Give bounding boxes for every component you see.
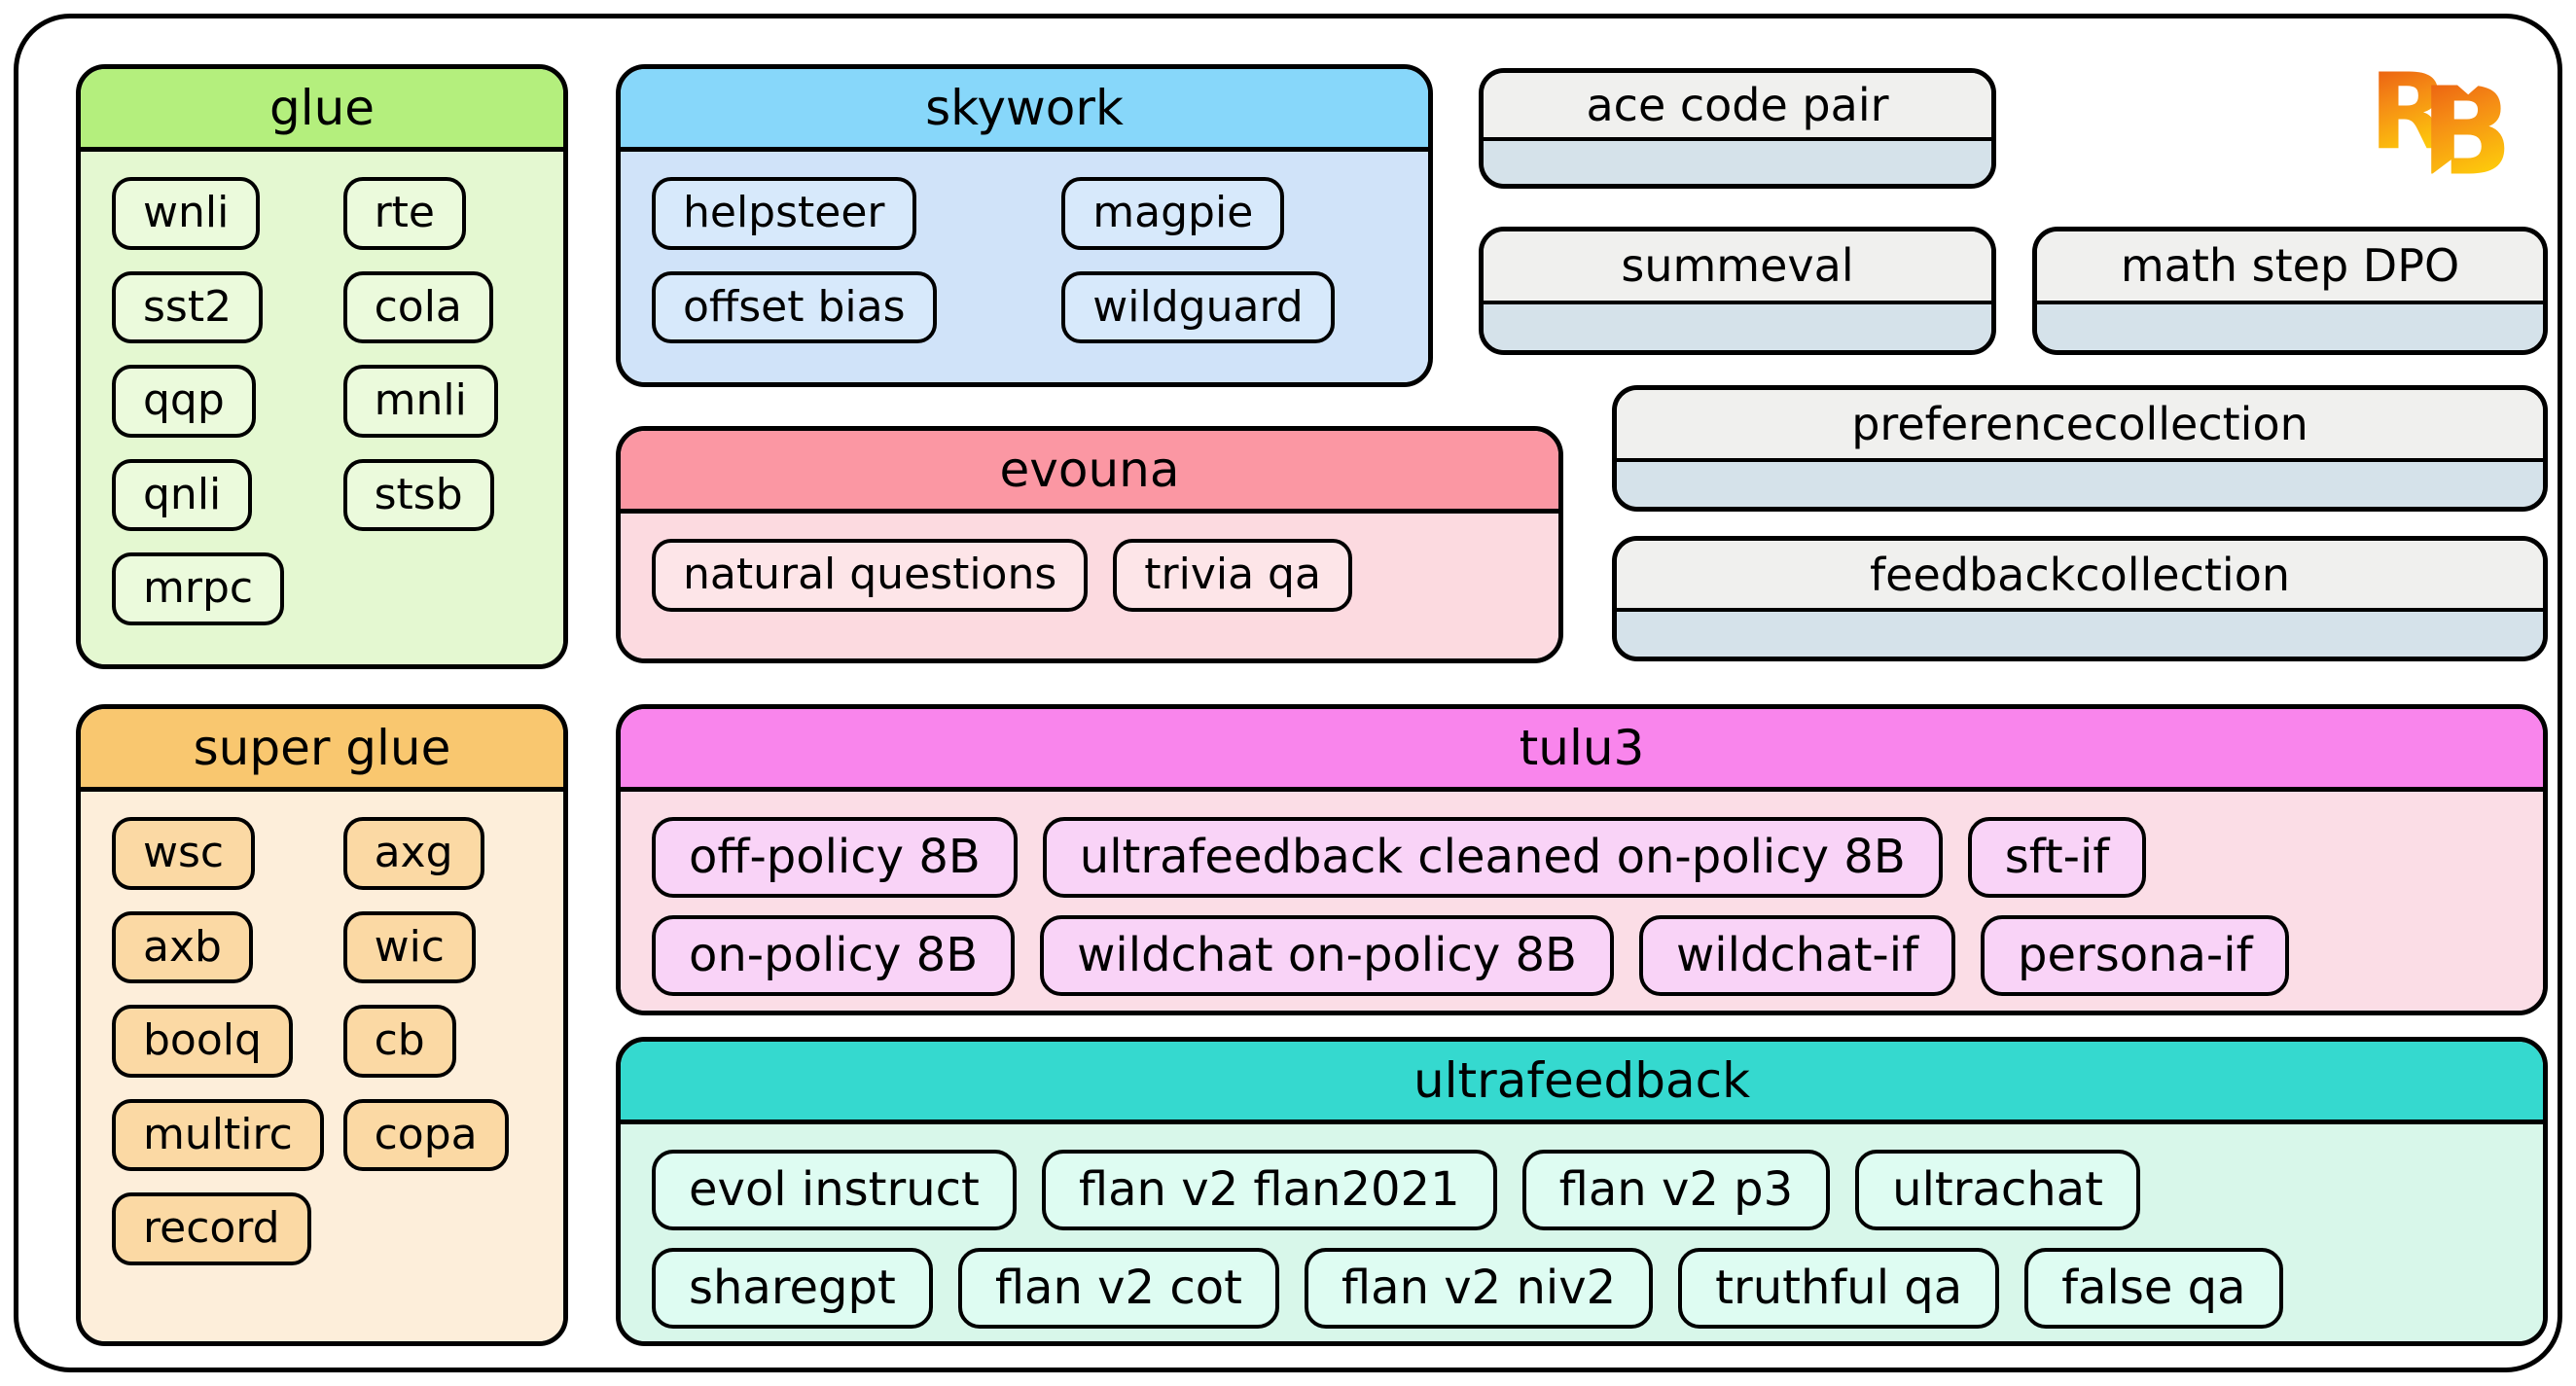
chip-ultrachat: ultrachat <box>1855 1150 2140 1231</box>
glue-panel-body: wnli sst2 qqp qnli mrpc rte cola mnli st… <box>81 152 563 664</box>
skywork-panel: skywork helpsteer offset bias magpie wil… <box>616 64 1433 387</box>
evouna-panel-body: natural questions trivia qa <box>621 514 1558 658</box>
summeval-body <box>1484 303 1991 350</box>
chip-ultrafeedback-cleaned-on-policy-8b: ultrafeedback cleaned on-policy 8B <box>1042 817 1943 899</box>
skywork-column-1: helpsteer offset bias <box>652 177 1061 357</box>
chip-sharegpt: sharegpt <box>652 1248 933 1330</box>
ace-code-pair-card: ace code pair <box>1479 68 1996 189</box>
chip-wildguard: wildguard <box>1061 270 1335 344</box>
tulu3-panel: tulu3 off-policy 8B ultrafeedback cleane… <box>616 704 2548 1015</box>
chip-trivia-qa: trivia qa <box>1113 539 1352 612</box>
feedbackcollection-card: feedbackcollection <box>1612 536 2548 661</box>
chip-wildchat-if: wildchat-if <box>1638 915 1955 997</box>
chip-rte: rte <box>342 177 467 250</box>
chip-flan-v2-niv2: flan v2 niv2 <box>1304 1248 1654 1330</box>
chip-cola: cola <box>342 270 493 344</box>
ultrafeedback-panel-title: ultrafeedback <box>621 1042 2543 1124</box>
chip-magpie: magpie <box>1061 177 1285 250</box>
math-step-dpo-title: math step DPO <box>2037 231 2543 304</box>
glue-column-1: wnli sst2 qqp qnli mrpc <box>112 177 343 639</box>
chip-offset-bias: offset bias <box>652 270 937 344</box>
chip-qqp: qqp <box>112 365 256 438</box>
glue-column-2: rte cola mnli stsb <box>342 177 532 639</box>
chip-truthful-qa: truthful qa <box>1678 1248 2000 1330</box>
chip-natural-questions: natural questions <box>652 539 1089 612</box>
chip-copa: copa <box>342 1098 509 1172</box>
chip-wic: wic <box>342 910 476 984</box>
ultrafeedback-panel-body: evol instruct flan v2 flan2021 flan v2 p… <box>621 1124 2543 1341</box>
chip-off-policy-8b: off-policy 8B <box>652 817 1018 899</box>
feedbackcollection-title: feedbackcollection <box>1617 541 2543 613</box>
summeval-title: summeval <box>1484 231 1991 304</box>
tulu3-panel-title: tulu3 <box>621 709 2543 792</box>
chip-mrpc: mrpc <box>112 552 285 625</box>
evouna-row-1: natural questions trivia qa <box>652 539 1352 612</box>
chip-persona-if: persona-if <box>1980 915 2290 997</box>
skywork-panel-body: helpsteer offset bias magpie wildguard <box>621 152 1428 382</box>
chip-flan-v2-p3: flan v2 p3 <box>1521 1150 1831 1231</box>
super-glue-column-2: axg wic cb copa <box>342 817 532 1316</box>
chip-qnli: qnli <box>112 458 253 532</box>
ace-code-pair-title: ace code pair <box>1484 73 1991 142</box>
chip-helpsteer: helpsteer <box>652 177 916 250</box>
evouna-panel: evouna natural questions trivia qa <box>616 426 1563 663</box>
chip-sft-if: sft-if <box>1967 817 2147 899</box>
super-glue-panel-body: wsc axb boolq multirc record axg wic cb … <box>81 792 563 1341</box>
ultrafeedback-row-2: sharegpt flan v2 cot flan v2 niv2 truthf… <box>652 1248 2283 1330</box>
chip-evol-instruct: evol instruct <box>652 1150 1017 1231</box>
chip-flan-v2-cot: flan v2 cot <box>957 1248 1279 1330</box>
feedbackcollection-body <box>1617 612 2543 657</box>
chip-false-qa: false qa <box>2024 1248 2283 1330</box>
tulu3-row-2: on-policy 8B wildchat on-policy 8B wildc… <box>652 915 2290 997</box>
math-step-dpo-card: math step DPO <box>2032 227 2548 355</box>
chip-stsb: stsb <box>342 458 494 532</box>
super-glue-column-1: wsc axb boolq multirc record <box>112 817 343 1316</box>
preferencecollection-body <box>1617 461 2543 507</box>
chip-sst2: sst2 <box>112 270 264 344</box>
summeval-card: summeval <box>1479 227 1996 355</box>
rb-logo-icon: R B <box>2369 53 2513 203</box>
ultrafeedback-row-1: evol instruct flan v2 flan2021 flan v2 p… <box>652 1150 2140 1231</box>
chip-cb: cb <box>342 1005 456 1078</box>
svg-text:R: R <box>2370 53 2450 174</box>
glue-panel-title: glue <box>81 69 563 152</box>
chip-axg: axg <box>342 817 484 890</box>
rb-logo: R B <box>2369 41 2516 203</box>
super-glue-panel: super glue wsc axb boolq multirc record … <box>76 704 568 1346</box>
math-step-dpo-body <box>2037 303 2543 350</box>
evouna-panel-title: evouna <box>621 431 1558 514</box>
super-glue-panel-title: super glue <box>81 709 563 792</box>
preferencecollection-title: preferencecollection <box>1617 390 2543 462</box>
glue-panel: glue wnli sst2 qqp qnli mrpc rte cola mn… <box>76 64 568 669</box>
chip-flan-v2-flan2021: flan v2 flan2021 <box>1041 1150 1497 1231</box>
tulu3-row-1: off-policy 8B ultrafeedback cleaned on-p… <box>652 817 2147 899</box>
chip-wildchat-on-policy-8b: wildchat on-policy 8B <box>1040 915 1614 997</box>
preferencecollection-card: preferencecollection <box>1612 385 2548 512</box>
ace-code-pair-body <box>1484 141 1991 184</box>
chip-boolq: boolq <box>112 1005 293 1078</box>
chip-record: record <box>112 1192 311 1265</box>
tulu3-panel-body: off-policy 8B ultrafeedback cleaned on-p… <box>621 792 2543 1011</box>
ultrafeedback-panel: ultrafeedback evol instruct flan v2 flan… <box>616 1037 2548 1346</box>
chip-multirc: multirc <box>112 1098 324 1172</box>
chip-mnli: mnli <box>342 365 498 438</box>
chip-on-policy-8b: on-policy 8B <box>652 915 1016 997</box>
chip-wnli: wnli <box>112 177 261 250</box>
chip-wsc: wsc <box>112 817 256 890</box>
skywork-panel-title: skywork <box>621 69 1428 152</box>
chip-axb: axb <box>112 910 253 984</box>
skywork-column-2: magpie wildguard <box>1061 177 1397 357</box>
